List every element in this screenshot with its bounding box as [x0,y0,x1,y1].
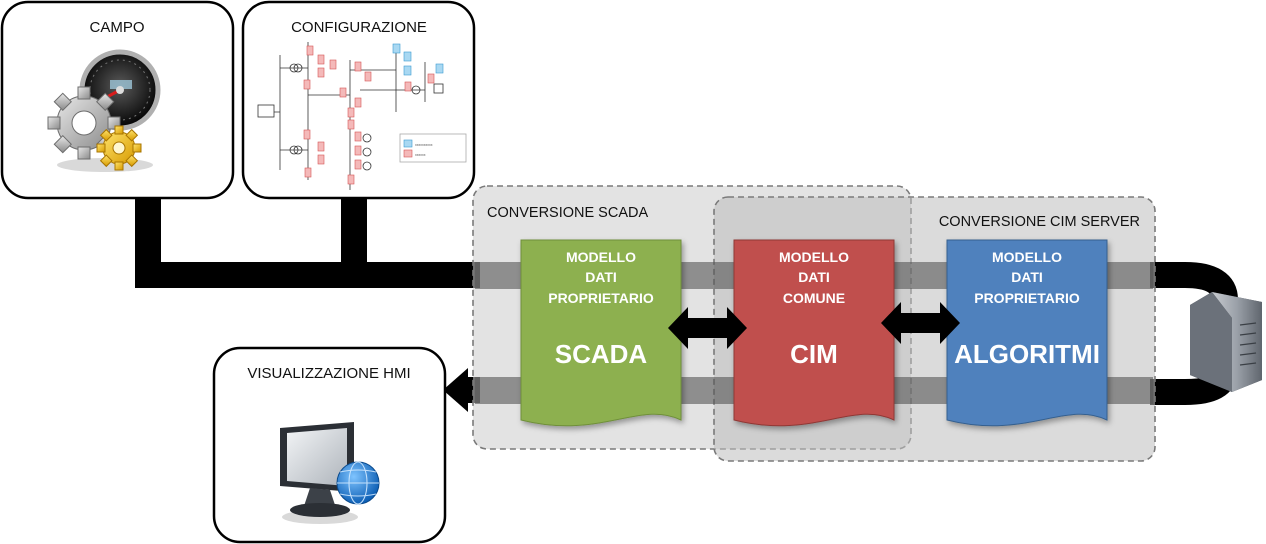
arrow-to-hmi [443,368,468,412]
bidirectional-arrow-scada-cim [668,307,747,349]
box-configurazione-title: CONFIGURAZIONE [291,19,427,36]
box-visualizzazione-hmi: VISUALIZZAZIONE HMI [212,346,447,544]
box-configurazione: CONFIGURAZIONE [241,0,476,200]
doc-scada-name: SCADA [555,339,648,369]
box-campo-title: CAMPO [89,19,144,36]
doc-algoritmi-line3: PROPRIETARIO [974,290,1080,306]
doc-algoritmi-line1: MODELLO [992,249,1062,265]
doc-algoritmi-name: ALGORITMI [954,339,1100,369]
doc-algoritmi-line2: DATI [1011,269,1043,285]
bidirectional-arrow-cim-algoritmi [881,302,960,344]
doc-cim-line1: MODELLO [779,249,849,265]
doc-scada-line2: DATI [585,269,617,285]
doc-scada-line1: MODELLO [566,249,636,265]
monitor-globe-icon [280,422,380,524]
document-cim: MODELLO DATI COMUNE CIM [733,239,895,427]
doc-cim-name: CIM [790,339,838,369]
svg-text:xxxxxx: xxxxxx [415,153,426,157]
box-campo: CAMPO [0,0,235,200]
gauge-gears-icon [47,49,161,172]
schematic-red-elements [303,45,435,185]
schematic-blue-elements [392,43,444,148]
doc-cim-line2: DATI [798,269,830,285]
server-tower-icon [1190,292,1262,392]
doc-scada-line3: PROPRIETARIO [548,290,654,306]
zone-cim-server-title: CONVERSIONE CIM SERVER [939,214,1140,230]
document-algoritmi: MODELLO DATI PROPRIETARIO ALGORITMI [946,239,1108,427]
doc-cim-line3: COMUNE [783,290,845,306]
document-scada: MODELLO DATI PROPRIETARIO SCADA [520,239,682,427]
box-hmi-title: VISUALIZZAZIONE HMI [247,365,410,382]
zone-scada-title: CONVERSIONE SCADA [487,205,648,221]
schematic-legend: xxxxxxxxxx xxxxxx [415,143,433,157]
svg-text:xxxxxxxxxx: xxxxxxxxxx [415,143,433,147]
